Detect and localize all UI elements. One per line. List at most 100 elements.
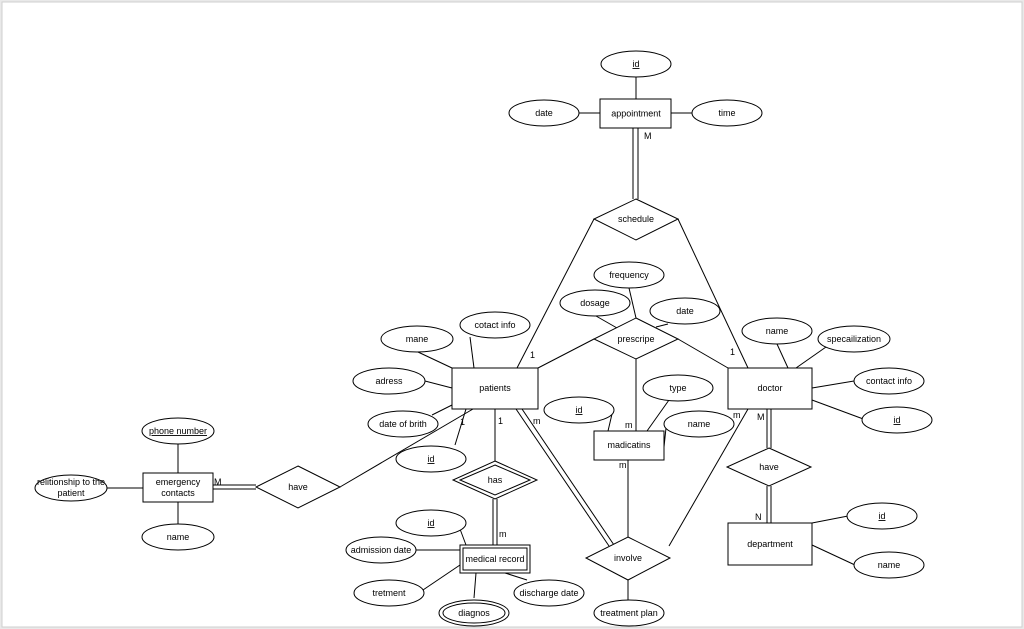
attribute-ec-relationship-label-line2: patient: [57, 488, 85, 498]
attribute-appointment-time[interactable]: time: [691, 99, 763, 127]
attribute-ec-relationship[interactable]: relitionship to the patient: [34, 474, 108, 502]
cardinality-medications-involve: m: [619, 460, 627, 470]
attribute-ec-name[interactable]: name: [141, 523, 215, 551]
relationship-prescripe-label: prescripe: [617, 334, 654, 344]
entity-department[interactable]: department: [727, 522, 813, 566]
cardinality-appointment-schedule: M: [644, 131, 652, 141]
attribute-department-name[interactable]: name: [853, 551, 925, 579]
entity-emergency-contacts-label-line2: contacts: [161, 488, 195, 498]
attribute-patient-address-label: adress: [375, 376, 403, 386]
attribute-doctor-contact-info[interactable]: contact info: [853, 367, 925, 395]
attribute-patient-dob[interactable]: date of brith: [367, 410, 439, 438]
attribute-medication-type-label: type: [669, 383, 686, 393]
attribute-appointment-id-label: id: [632, 59, 639, 69]
relationship-have-doctor[interactable]: have: [725, 447, 813, 487]
relationship-have-doctor-label: have: [759, 462, 779, 472]
relationship-has[interactable]: has: [451, 460, 539, 500]
relationship-schedule[interactable]: schedule: [592, 198, 680, 241]
attribute-mr-treatment-label: tretment: [372, 588, 406, 598]
attribute-mr-id-label: id: [427, 518, 434, 528]
attribute-patient-id-label: id: [427, 454, 434, 464]
relationship-has-label: has: [488, 475, 503, 485]
attribute-ec-phone-number-label: phone number: [149, 426, 207, 436]
attribute-mr-discharge-date[interactable]: discharge date: [513, 579, 585, 607]
cardinality-doctor-involve: m: [733, 410, 741, 420]
attribute-prescription-date[interactable]: date: [649, 297, 721, 325]
attribute-doctor-contact-info-label: contact info: [866, 376, 912, 386]
cardinality-medications-prescripe: m: [625, 420, 633, 430]
attribute-frequency-label: frequency: [609, 270, 649, 280]
attribute-mr-diagnosis[interactable]: diagnos: [438, 599, 510, 627]
attribute-patient-name[interactable]: mane: [380, 325, 454, 353]
relationship-involve[interactable]: involve: [584, 536, 672, 581]
attribute-department-id[interactable]: id: [846, 502, 918, 530]
attribute-doctor-name-label: name: [766, 326, 789, 336]
attribute-mr-treatment[interactable]: tretment: [353, 579, 425, 607]
attribute-appointment-time-label: time: [718, 108, 735, 118]
relationship-have-patient[interactable]: have: [254, 465, 342, 509]
attribute-patient-address[interactable]: adress: [352, 367, 426, 395]
attribute-ec-relationship-label-line1: relitionship to the: [37, 477, 105, 487]
attribute-prescription-date-label: date: [676, 306, 694, 316]
entity-emergency-contacts-label-line1: emergency: [156, 477, 201, 487]
attribute-department-id-label: id: [878, 511, 885, 521]
attribute-patient-contact-info-label: cotact info: [474, 320, 515, 330]
entity-emergency-contacts[interactable]: emergency contacts: [142, 472, 214, 503]
entity-patients-label: patients: [479, 383, 511, 393]
entity-doctor-label: doctor: [757, 383, 782, 393]
cardinality-patients-involve: m: [533, 416, 541, 426]
relationship-involve-label: involve: [614, 553, 642, 563]
relationship-have-patient-label: have: [288, 482, 308, 492]
attribute-medication-id[interactable]: id: [543, 396, 615, 424]
entity-medical-record-label: medical record: [465, 554, 524, 564]
attribute-medication-id-label: id: [575, 405, 582, 415]
relationship-schedule-label: schedule: [618, 214, 654, 224]
entity-patients[interactable]: patients: [451, 367, 539, 410]
attribute-doctor-specialization[interactable]: specailization: [817, 325, 891, 353]
attribute-doctor-specialization-label: specailization: [827, 334, 881, 344]
attribute-appointment-date-label: date: [535, 108, 553, 118]
attribute-ec-name-label: name: [167, 532, 190, 542]
entity-appointment[interactable]: appointment: [599, 98, 672, 129]
attribute-doctor-id-label: id: [893, 415, 900, 425]
attribute-doctor-id[interactable]: id: [861, 406, 933, 434]
cardinality-mr-has: m: [499, 529, 507, 539]
attribute-appointment-date[interactable]: date: [508, 99, 580, 127]
attribute-mr-admission-date[interactable]: admission date: [345, 536, 417, 564]
attribute-dosage[interactable]: dosage: [559, 289, 631, 317]
entity-medications-label: madicatins: [607, 440, 651, 450]
attribute-patient-name-label: mane: [406, 334, 429, 344]
cardinality-doctor-have: M: [757, 412, 765, 422]
attribute-patient-dob-label: date of brith: [379, 419, 427, 429]
attribute-appointment-id[interactable]: id: [600, 50, 672, 78]
entity-department-label: department: [747, 539, 793, 549]
attribute-medication-type[interactable]: type: [642, 374, 714, 402]
attribute-mr-discharge-date-label: discharge date: [519, 588, 578, 598]
attribute-department-name-label: name: [878, 560, 901, 570]
attribute-doctor-name[interactable]: name: [741, 317, 813, 345]
relationship-prescripe[interactable]: prescripe: [592, 317, 680, 360]
attribute-medication-name-label: name: [688, 419, 711, 429]
entity-doctor[interactable]: doctor: [727, 367, 813, 410]
attribute-ec-phone-number[interactable]: phone number: [141, 417, 215, 445]
attribute-patient-id[interactable]: id: [395, 445, 467, 473]
entity-appointment-label: appointment: [611, 109, 661, 119]
attribute-mr-diagnosis-label: diagnos: [458, 608, 490, 618]
cardinality-patients-have: 1: [460, 417, 465, 427]
entity-medications[interactable]: madicatins: [593, 430, 665, 461]
entity-medical-record[interactable]: medical record: [459, 544, 531, 574]
cardinality-patients-has: 1: [498, 416, 503, 426]
attribute-treatment-plan[interactable]: treatment plan: [593, 599, 665, 627]
attribute-medication-name[interactable]: name: [663, 410, 735, 438]
attribute-dosage-label: dosage: [580, 298, 610, 308]
attribute-frequency[interactable]: frequency: [593, 261, 665, 289]
cardinality-labels: M 1 1 1 M 1 m m m m m M N: [214, 131, 765, 539]
attribute-mr-admission-date-label: admission date: [351, 545, 412, 555]
cardinality-ec-have: M: [214, 477, 222, 487]
connector-lines: [107, 77, 867, 600]
cardinality-doctor-schedule: 1: [730, 347, 735, 357]
attribute-mr-id[interactable]: id: [395, 509, 467, 537]
cardinality-department-have: N: [755, 512, 762, 522]
attribute-patient-contact-info[interactable]: cotact info: [459, 311, 531, 339]
